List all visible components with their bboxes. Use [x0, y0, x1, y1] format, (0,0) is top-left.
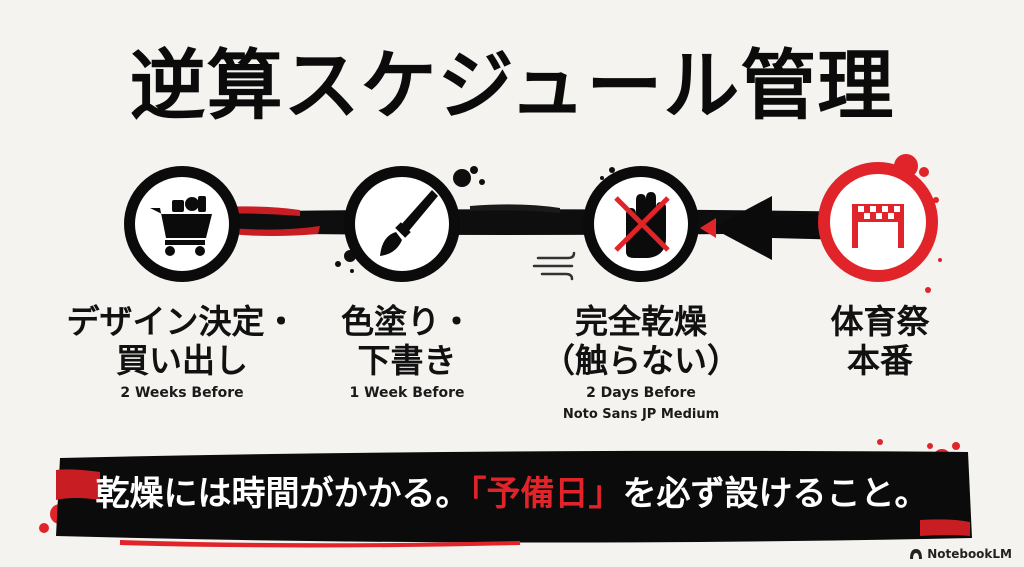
step-2-label: 色塗り・ 下書き	[312, 302, 502, 380]
finish-line-icon	[852, 204, 904, 248]
banner-brush-stroke	[56, 450, 972, 548]
step-3-line1: 完全乾燥	[575, 302, 707, 341]
banner-highlight: 「予備日」	[469, 474, 623, 514]
step-3-timing: 2 Days Before	[586, 385, 696, 401]
step-3-font-note: Noto Sans JP Medium	[562, 407, 720, 422]
reverse-arrow	[700, 196, 850, 260]
logo-text: NotebookLM	[927, 547, 1012, 561]
step-1-line1: デザイン決定・	[66, 302, 298, 341]
banner-message: 乾燥には時間がかかる。「予備日」を必ず設けること。	[0, 472, 1024, 516]
step-1-label: デザイン決定・ 買い出し	[62, 302, 302, 380]
step-4-label: 体育祭 本番	[800, 302, 960, 380]
step-1-timing: 2 Weeks Before	[120, 385, 244, 401]
step-4-circle	[818, 162, 938, 282]
step-2-line1: 色塗り・	[341, 302, 473, 341]
wind-icon	[532, 251, 576, 281]
step-2-timing: 1 Week Before	[349, 385, 465, 401]
banner-text-after: を必ず設けること。	[622, 474, 929, 514]
step-3-circle	[532, 166, 699, 282]
notebooklm-logo: NotebookLM	[909, 547, 1012, 561]
page-title: 逆算スケジュール管理	[129, 41, 895, 130]
step-4-line1: 体育祭	[830, 302, 930, 341]
notebooklm-icon	[910, 549, 923, 559]
shopping-cart-icon	[150, 196, 212, 256]
step-2-line2: 下書き	[357, 341, 457, 380]
step-1-circle	[124, 166, 240, 282]
paintbrush-icon	[380, 190, 438, 256]
no-touch-hand-icon	[614, 192, 670, 258]
step-2-circle	[344, 166, 460, 282]
step-1-line2: 買い出し	[116, 341, 248, 380]
banner-text-before: 乾燥には時間がかかる。	[95, 474, 470, 514]
step-3-label: 完全乾燥 （触らない）	[536, 302, 746, 380]
step-4-line2: 本番	[847, 341, 913, 380]
step-3-line2: （触らない）	[542, 341, 740, 380]
